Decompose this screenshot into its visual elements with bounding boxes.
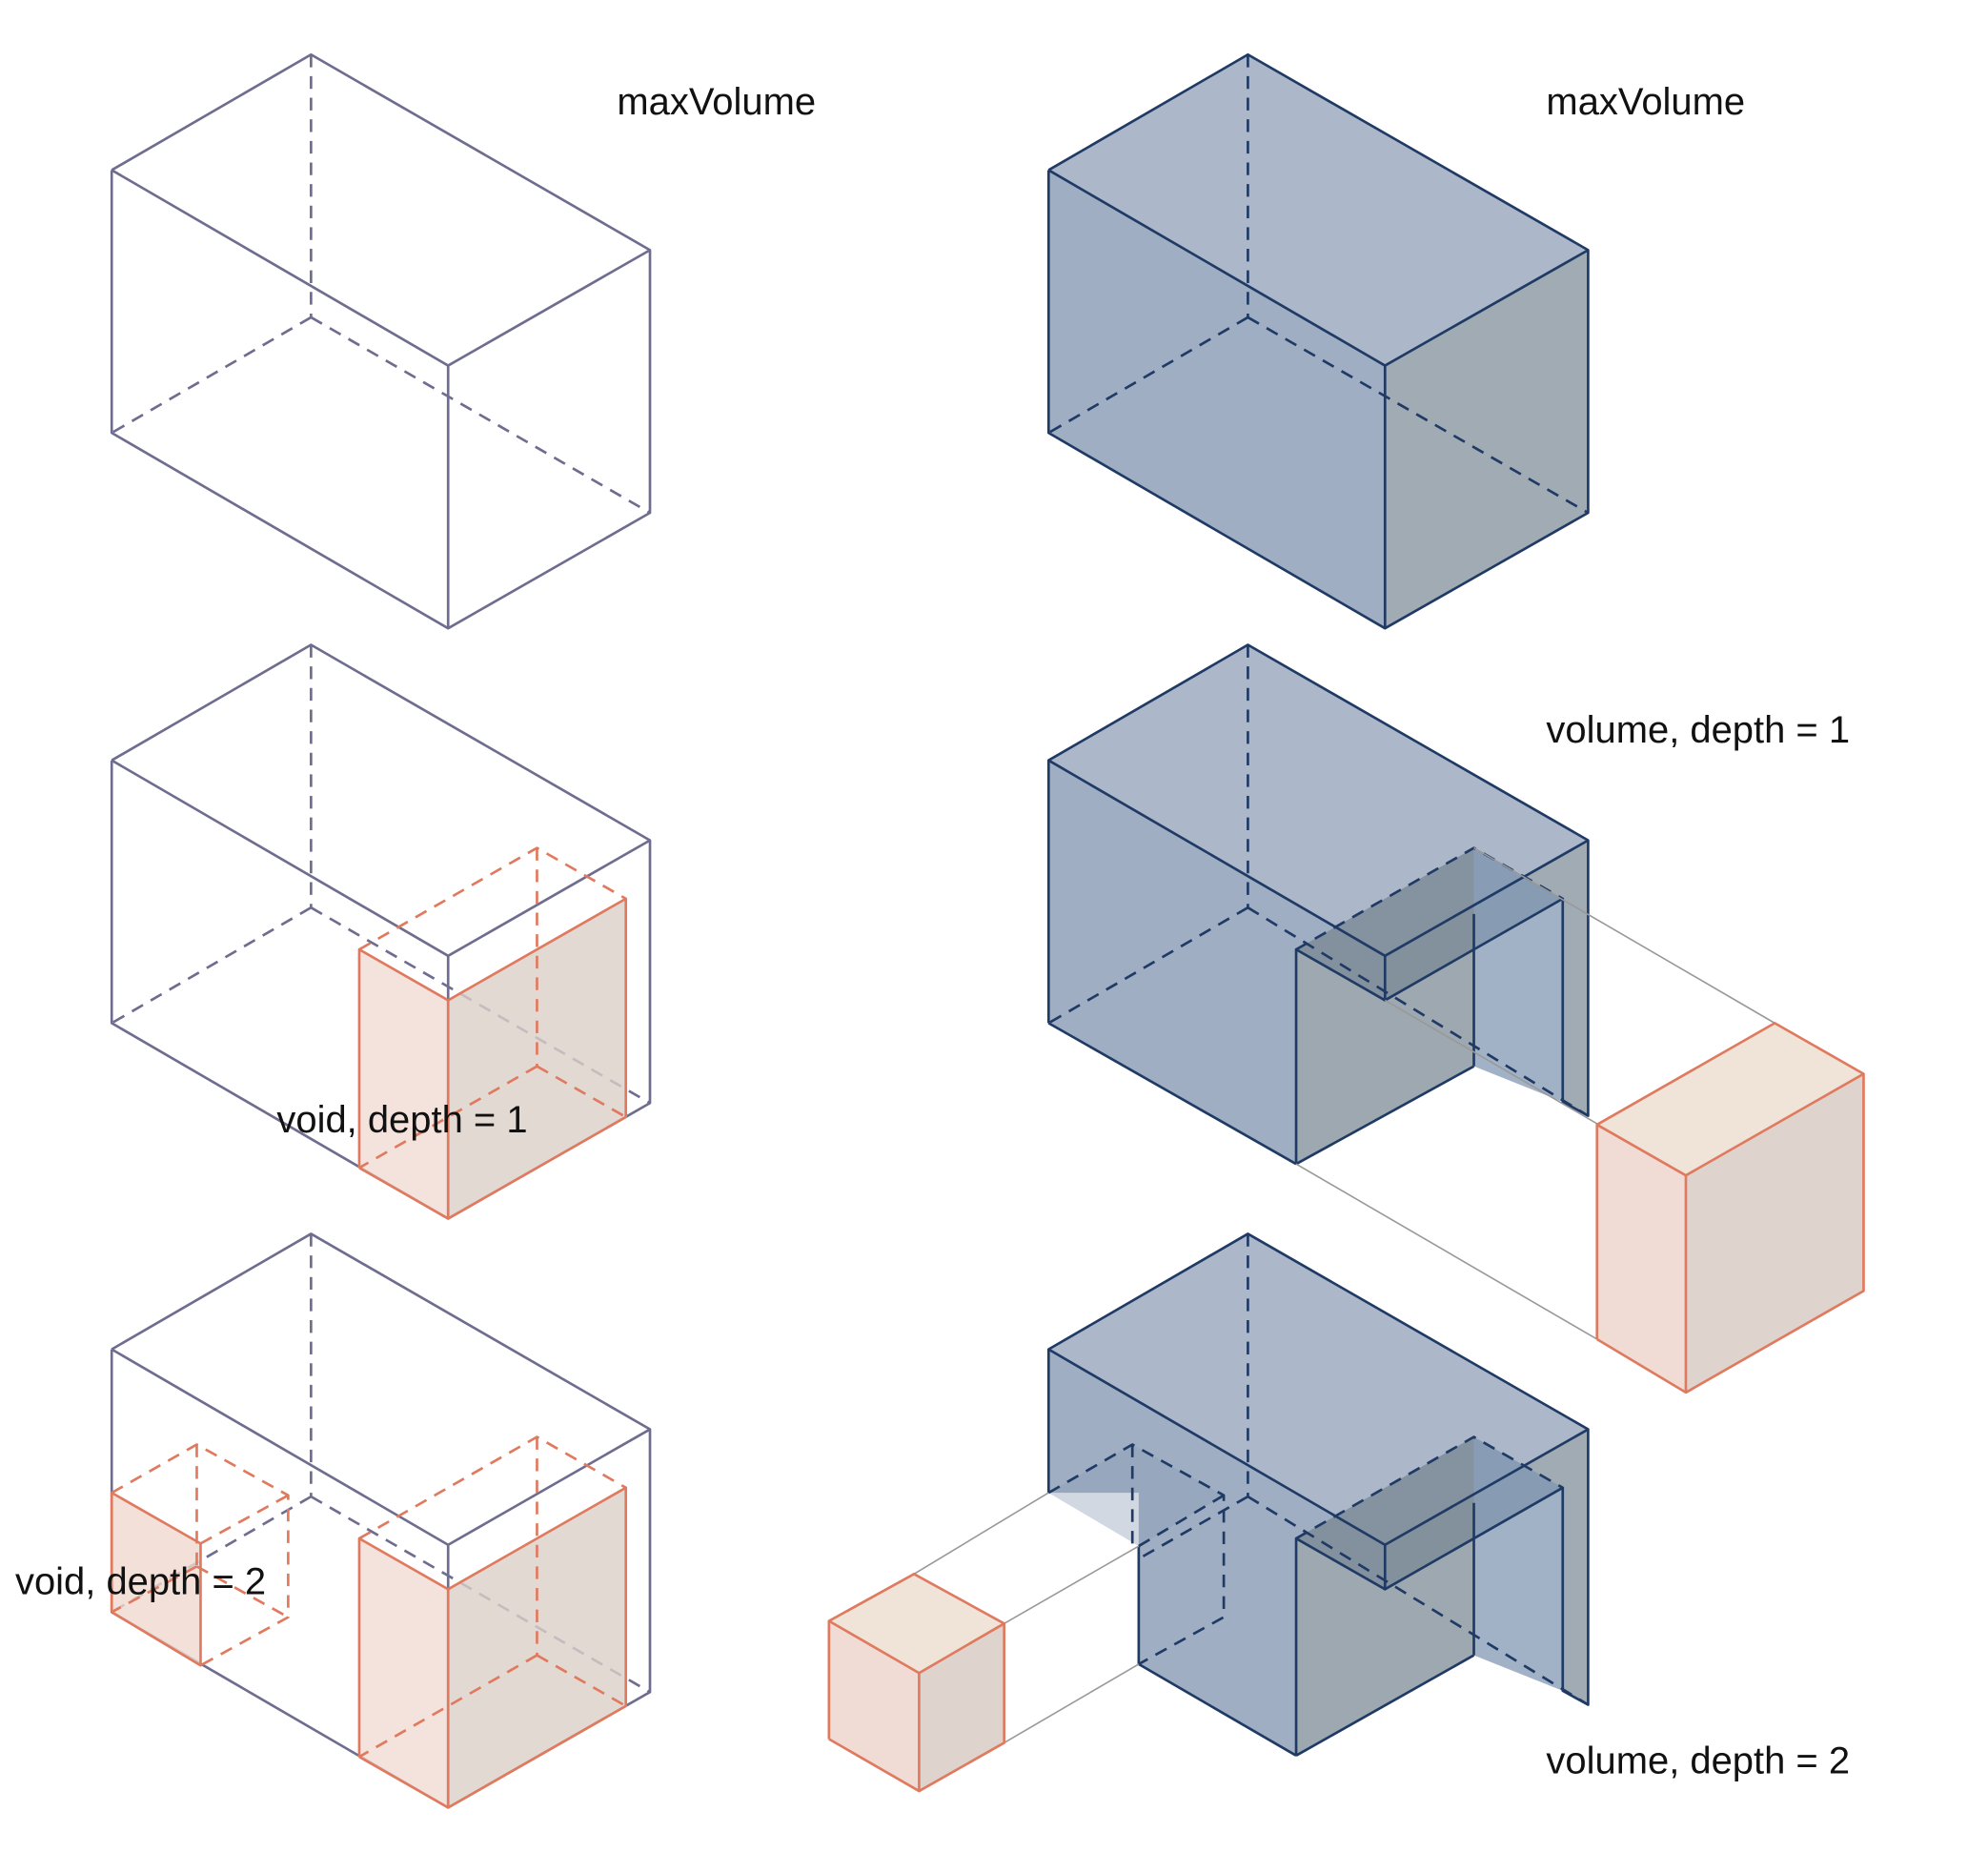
- left-void-box-depth2-small: [110, 1443, 290, 1667]
- right-extracted-void-depth2: [827, 1573, 1005, 1793]
- right-maxvolume-solid: [1046, 52, 1590, 630]
- label-left-void-depth2: void, depth = 2: [15, 1561, 266, 1603]
- left-maxvolume-wireframe: [110, 52, 652, 630]
- left-void-box-depth1: [357, 846, 628, 1220]
- label-right-volume-depth2: volume, depth = 2: [1546, 1740, 1850, 1781]
- label-left-maxvolume: maxVolume: [617, 81, 816, 123]
- label-right-maxvolume: maxVolume: [1546, 81, 1745, 123]
- left-void-box-depth2-large: [357, 1435, 628, 1809]
- label-right-volume-depth1: volume, depth = 1: [1546, 709, 1850, 751]
- right-volume-depth2-solid: [913, 1232, 1590, 1757]
- right-extracted-void-depth1: [1595, 1022, 1865, 1394]
- label-left-void-depth1: void, depth = 1: [276, 1099, 527, 1141]
- right-volume-depth1-solid: [1046, 643, 1775, 1340]
